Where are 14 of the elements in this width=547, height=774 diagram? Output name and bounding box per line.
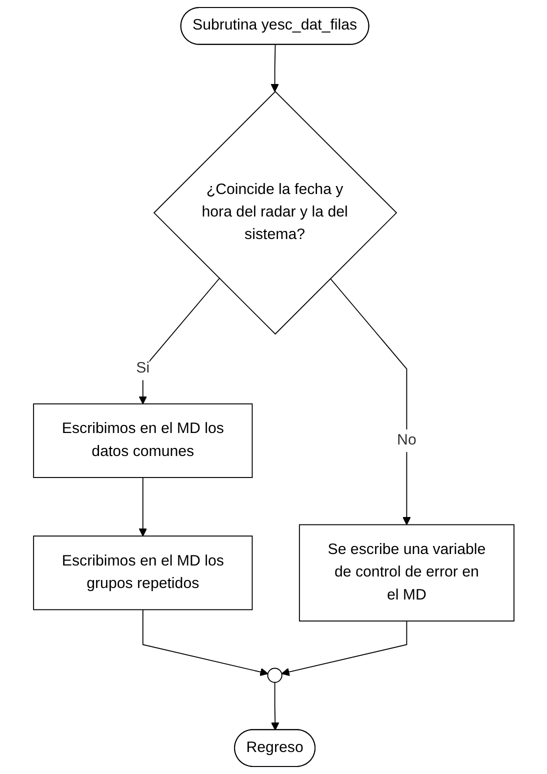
arrow (142, 609, 268, 676)
node-box: Se escribe una variable de control de error en el MD (298, 524, 514, 622)
node-box: Escribimos en el MD los grupos repetidos (32, 536, 252, 610)
arrow (270, 682, 279, 730)
arrow (138, 278, 220, 404)
edge-label: Si (136, 360, 150, 377)
node-diamond: ¿Coincide la fecha y hora del radar y la del sistema? (153, 90, 397, 335)
node-circle (266, 668, 282, 683)
arrow (330, 278, 411, 526)
arrow (281, 620, 407, 676)
arrow (138, 477, 147, 536)
edge-label: No (396, 432, 416, 448)
arrow (270, 44, 279, 92)
node-box: Escribimos en el MD los datos comunes (32, 403, 252, 478)
